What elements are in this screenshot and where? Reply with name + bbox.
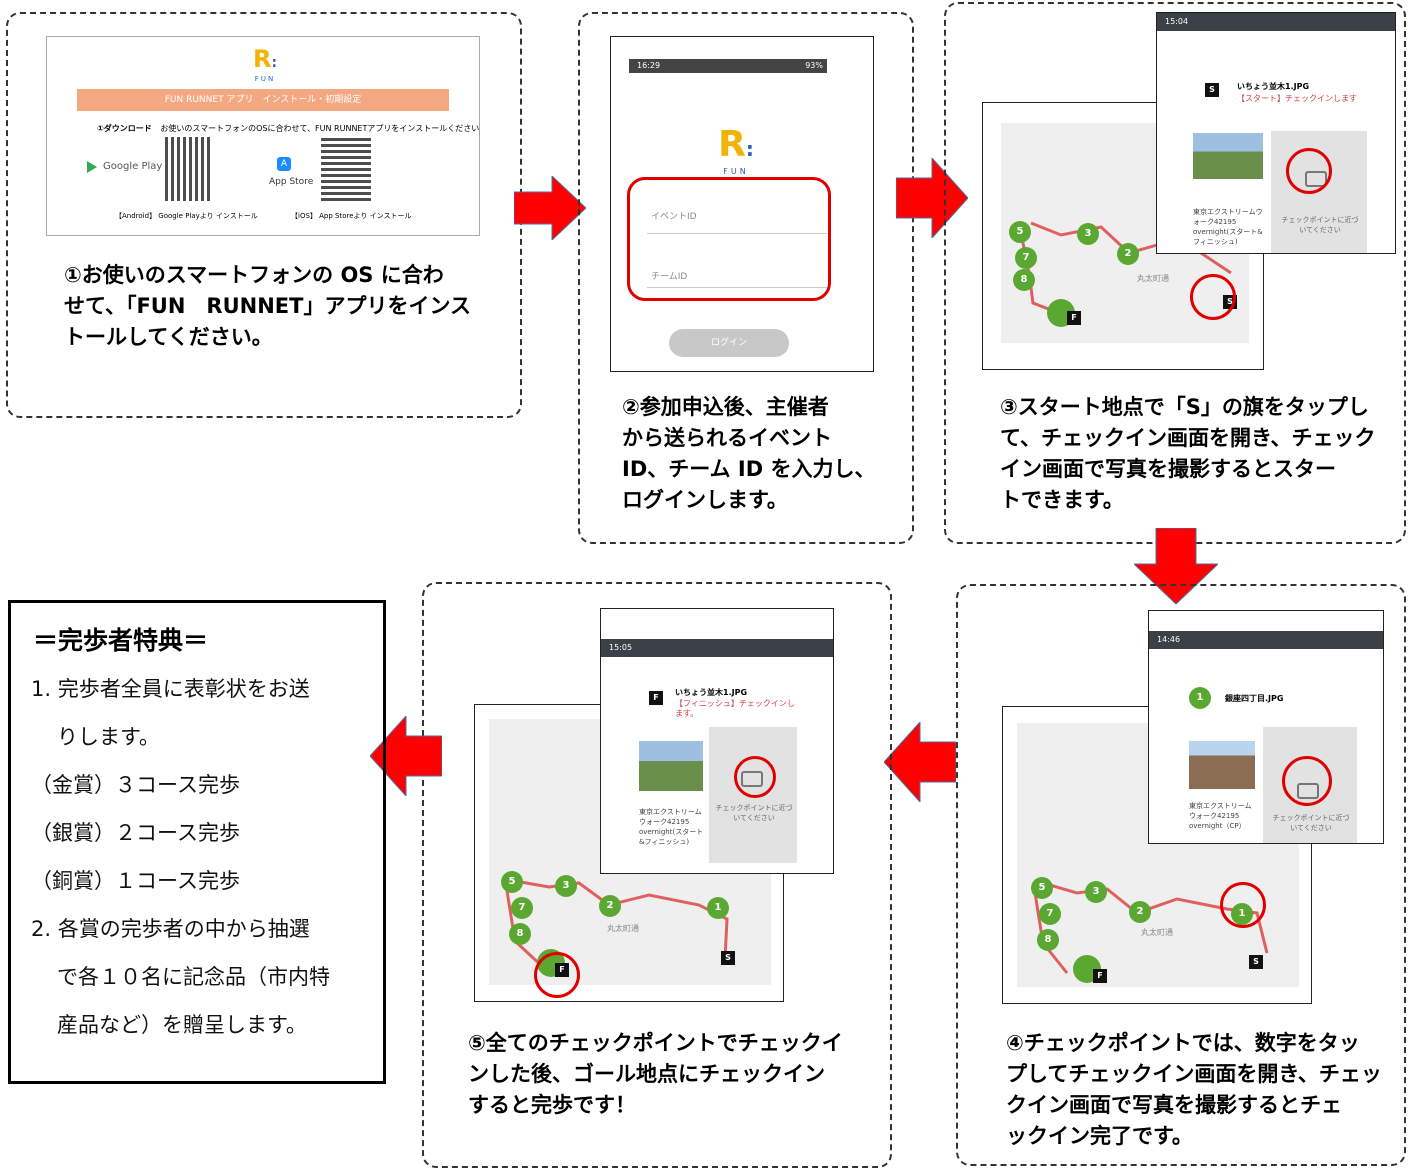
team-id-input[interactable]	[647, 287, 827, 288]
ios-note: 【iOS】 App Storeより インストール	[291, 212, 412, 220]
checkpoint-1[interactable]: 1	[707, 897, 729, 919]
qr-code-android	[165, 137, 211, 201]
arrow-left-icon	[884, 722, 956, 802]
street-label: 丸太町通	[607, 924, 639, 933]
street-label: 丸太町通	[1141, 928, 1173, 937]
finish-flag-icon: F	[649, 691, 663, 705]
arrow-right-icon	[896, 158, 968, 238]
photo-title: いちょう並木1.JPG	[1237, 82, 1310, 91]
step3-caption: ③スタート地点で「S」の旗をタップし て、チェックイン画面を開き、チェック イン…	[1000, 395, 1376, 512]
camera-highlight	[1282, 756, 1332, 806]
benefit-line: 1. 完歩者全員に表彰状をお送	[31, 677, 310, 701]
start-flag-icon[interactable]: S	[721, 951, 735, 965]
start-flag-icon[interactable]: S	[1249, 955, 1263, 969]
checkpoint-3[interactable]: 3	[1085, 881, 1107, 903]
step3-checkin-screenshot: 15:04 S いちょう並木1.JPG 【スタート】チェックインします 東京エク…	[1156, 12, 1396, 254]
status-bar: 16:29 93%	[629, 59, 827, 73]
event-id-input[interactable]	[647, 233, 827, 234]
step5-caption: ⑤全てのチェックポイントでチェックイ ンした後、ゴール地点にチェックイン すると…	[468, 1031, 843, 1117]
benefit-line: （銀賞）２コース完歩	[31, 821, 240, 845]
arrow-right-icon	[514, 176, 586, 240]
step1-caption: ①お使いのスマートフォンの OS に合わ せて、「FUN RUNNET」アプリを…	[64, 263, 472, 349]
install-banner: FUN RUNNET アプリ インストール・初期設定	[77, 89, 449, 111]
step2-login-screenshot: 16:29 93% R: FUN イベントID チームID ログイン	[610, 36, 874, 372]
checkpoint-5[interactable]: 5	[1009, 221, 1031, 243]
benefit-line: （銅賞）１コース完歩	[31, 869, 240, 893]
step2-box	[578, 12, 914, 544]
download-label: ①ダウンロード	[97, 124, 152, 133]
event-name: 東京エクストリームウォーク42195 overnight(スタート&フィニッシュ…	[1193, 208, 1263, 246]
benefit-line: で各１０名に記念品（市内特	[57, 965, 330, 989]
step2-caption: ②参加申込後、主催者 から送られるイベント ID、チーム ID を入力し、 ログ…	[622, 395, 876, 512]
app-store-icon: A	[277, 157, 291, 171]
step1-install-screenshot: R: FUN FUN RUNNET アプリ インストール・初期設定 ①ダウンロー…	[46, 36, 480, 236]
checkpoint-1: 1	[1189, 687, 1211, 709]
checkpoint-2[interactable]: 2	[599, 895, 621, 917]
checkpoint-1-highlight	[1220, 882, 1266, 928]
checkpoint-2[interactable]: 2	[1129, 901, 1151, 923]
step5-checkin-screenshot: 15:05 F いちょう並木1.JPG 【フィニッシュ】チェックインします。 東…	[600, 608, 834, 874]
benefit-line: 2. 各賞の完歩者の中から抽選	[31, 917, 310, 941]
event-id-label: イベントID	[651, 212, 697, 222]
landmark-photo	[1189, 741, 1255, 789]
checkin-tag: 【フィニッシュ】チェックインします。	[675, 699, 795, 718]
checkpoint-3[interactable]: 3	[555, 875, 577, 897]
finish-flag-icon[interactable]: F	[1067, 311, 1081, 325]
photo-title: 銀座四丁目.JPG	[1225, 694, 1284, 703]
checkpoint-7[interactable]: 7	[1015, 247, 1037, 269]
checkpoint-5[interactable]: 5	[501, 871, 523, 893]
fun-logo: R: FUN	[718, 124, 754, 177]
id-fields-highlight	[627, 177, 831, 301]
start-flag-icon: S	[1205, 83, 1219, 97]
event-name: 東京エクストリームウォーク42195 overnight（CP）	[1189, 802, 1252, 830]
finish-flag-highlight	[534, 952, 580, 998]
approach-text: チェックポイントに近づいてください	[1272, 814, 1350, 832]
fun-logo: R: FUN	[252, 45, 278, 83]
checkpoint-2[interactable]: 2	[1117, 243, 1139, 265]
checkpoint-8[interactable]: 8	[509, 923, 531, 945]
landmark-photo	[639, 741, 703, 791]
google-play-label: Google Play	[103, 161, 163, 172]
checkpoint-8[interactable]: 8	[1037, 929, 1059, 951]
benefit-line: （金賞）３コース完歩	[31, 773, 240, 797]
benefit-line: りします。	[57, 725, 160, 749]
completion-benefits-box: ＝完歩者特典＝ 1. 完歩者全員に表彰状をお送 りします。 （金賞）３コース完歩…	[8, 600, 386, 1084]
checkpoint-7[interactable]: 7	[511, 897, 533, 919]
checkin-tag: 【スタート】チェックインします	[1237, 94, 1357, 103]
checkpoint-3[interactable]: 3	[1077, 223, 1099, 245]
landmark-photo	[1193, 133, 1263, 179]
approach-text: チェックポイントに近づいてください	[715, 804, 793, 822]
step5-box	[422, 582, 892, 1168]
checkpoint-5[interactable]: 5	[1031, 877, 1053, 899]
benefits-title: ＝完歩者特典＝	[33, 626, 209, 655]
camera-highlight	[734, 756, 776, 798]
team-id-label: チームID	[651, 272, 688, 282]
street-label: 丸太町通	[1137, 274, 1169, 283]
event-name: 東京エクストリームウォーク42195 overnight(スタート&フィニッシュ…	[639, 808, 704, 846]
checkpoint-7[interactable]: 7	[1039, 903, 1061, 925]
step4-box	[956, 584, 1406, 1166]
login-button[interactable]: ログイン	[669, 329, 789, 357]
download-text: お使いのスマートフォンのOSに合わせて、FUN RUNNETアプリをインストール…	[160, 124, 480, 133]
step4-caption: ④チェックポイントでは、数字をタッ プしてチェックイン画面を開き、チェッ クイン…	[1006, 1031, 1382, 1148]
google-play-icon	[87, 161, 97, 173]
checkpoint-8[interactable]: 8	[1013, 269, 1035, 291]
benefit-line: 産品など）を贈呈します。	[57, 1013, 307, 1037]
photo-title: いちょう並木1.JPG	[675, 688, 748, 697]
approach-text: チェックポイントに近づいてください	[1281, 216, 1359, 234]
camera-highlight	[1286, 148, 1332, 194]
start-flag-highlight	[1190, 274, 1236, 320]
arrow-left-icon	[370, 716, 442, 796]
android-note: 【Android】 Google Playより インストール	[115, 212, 258, 220]
app-store-label: App Store	[269, 177, 314, 187]
finish-flag-icon[interactable]: F	[1093, 969, 1107, 983]
qr-code-ios	[321, 137, 371, 201]
step4-checkin-screenshot: 14:46 1 銀座四丁目.JPG 東京エクストリームウォーク42195 ove…	[1148, 610, 1384, 844]
